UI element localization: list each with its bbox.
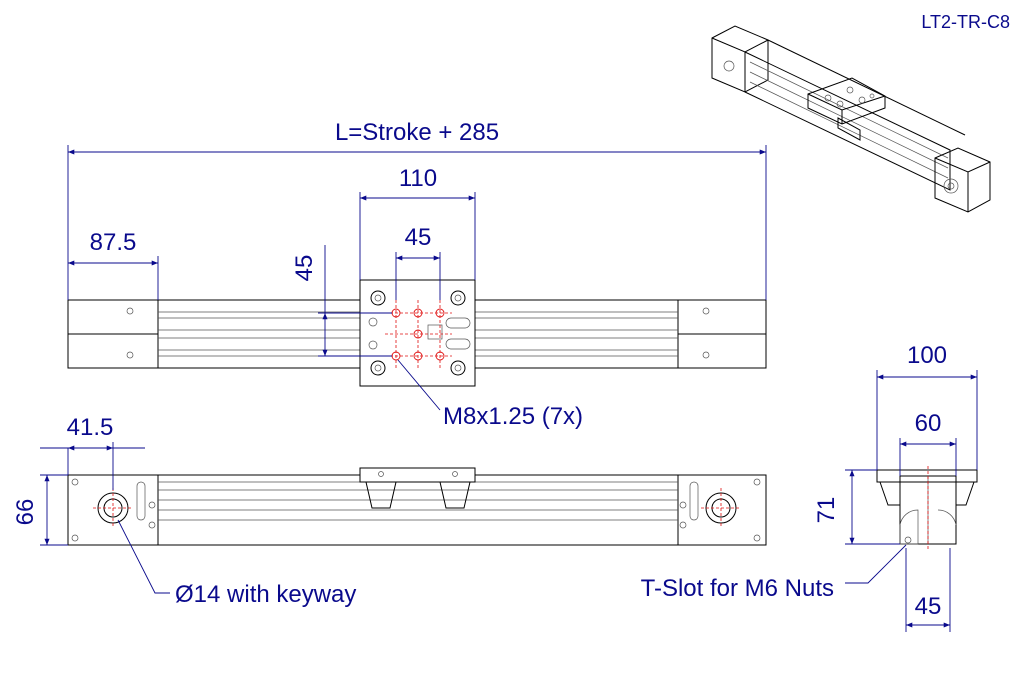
dim-rail-width: 60 bbox=[915, 410, 942, 437]
isometric-view bbox=[711, 25, 991, 213]
dim-end-length: 87.5 bbox=[90, 229, 137, 256]
dim-carriage-width: 110 bbox=[399, 165, 437, 192]
callout-threads: M8x1.25 (7x) bbox=[443, 403, 583, 430]
dim-tslot-width: 45 bbox=[915, 593, 942, 620]
callout-tslot: T-Slot for M6 Nuts bbox=[641, 575, 834, 602]
callout-shaft: Ø14 with keyway bbox=[175, 581, 356, 608]
side-view-dimensions bbox=[40, 442, 170, 594]
dim-height: 66 bbox=[12, 499, 39, 526]
dim-end-width: 100 bbox=[907, 342, 947, 369]
part-number: LT2-TR-C8 bbox=[921, 12, 1010, 32]
dim-shaft-offset: 41.5 bbox=[67, 414, 114, 441]
top-view bbox=[67, 279, 767, 387]
top-view-dimensions bbox=[67, 145, 767, 411]
dim-hole-spacing-x: 45 bbox=[405, 224, 432, 251]
dim-hole-spacing-y: 45 bbox=[291, 255, 318, 282]
end-view bbox=[876, 466, 978, 550]
dim-end-height: 71 bbox=[813, 497, 840, 524]
end-view-dimensions bbox=[845, 370, 978, 632]
side-view bbox=[67, 467, 767, 546]
dim-overall-length: L=Stroke + 285 bbox=[335, 119, 499, 146]
